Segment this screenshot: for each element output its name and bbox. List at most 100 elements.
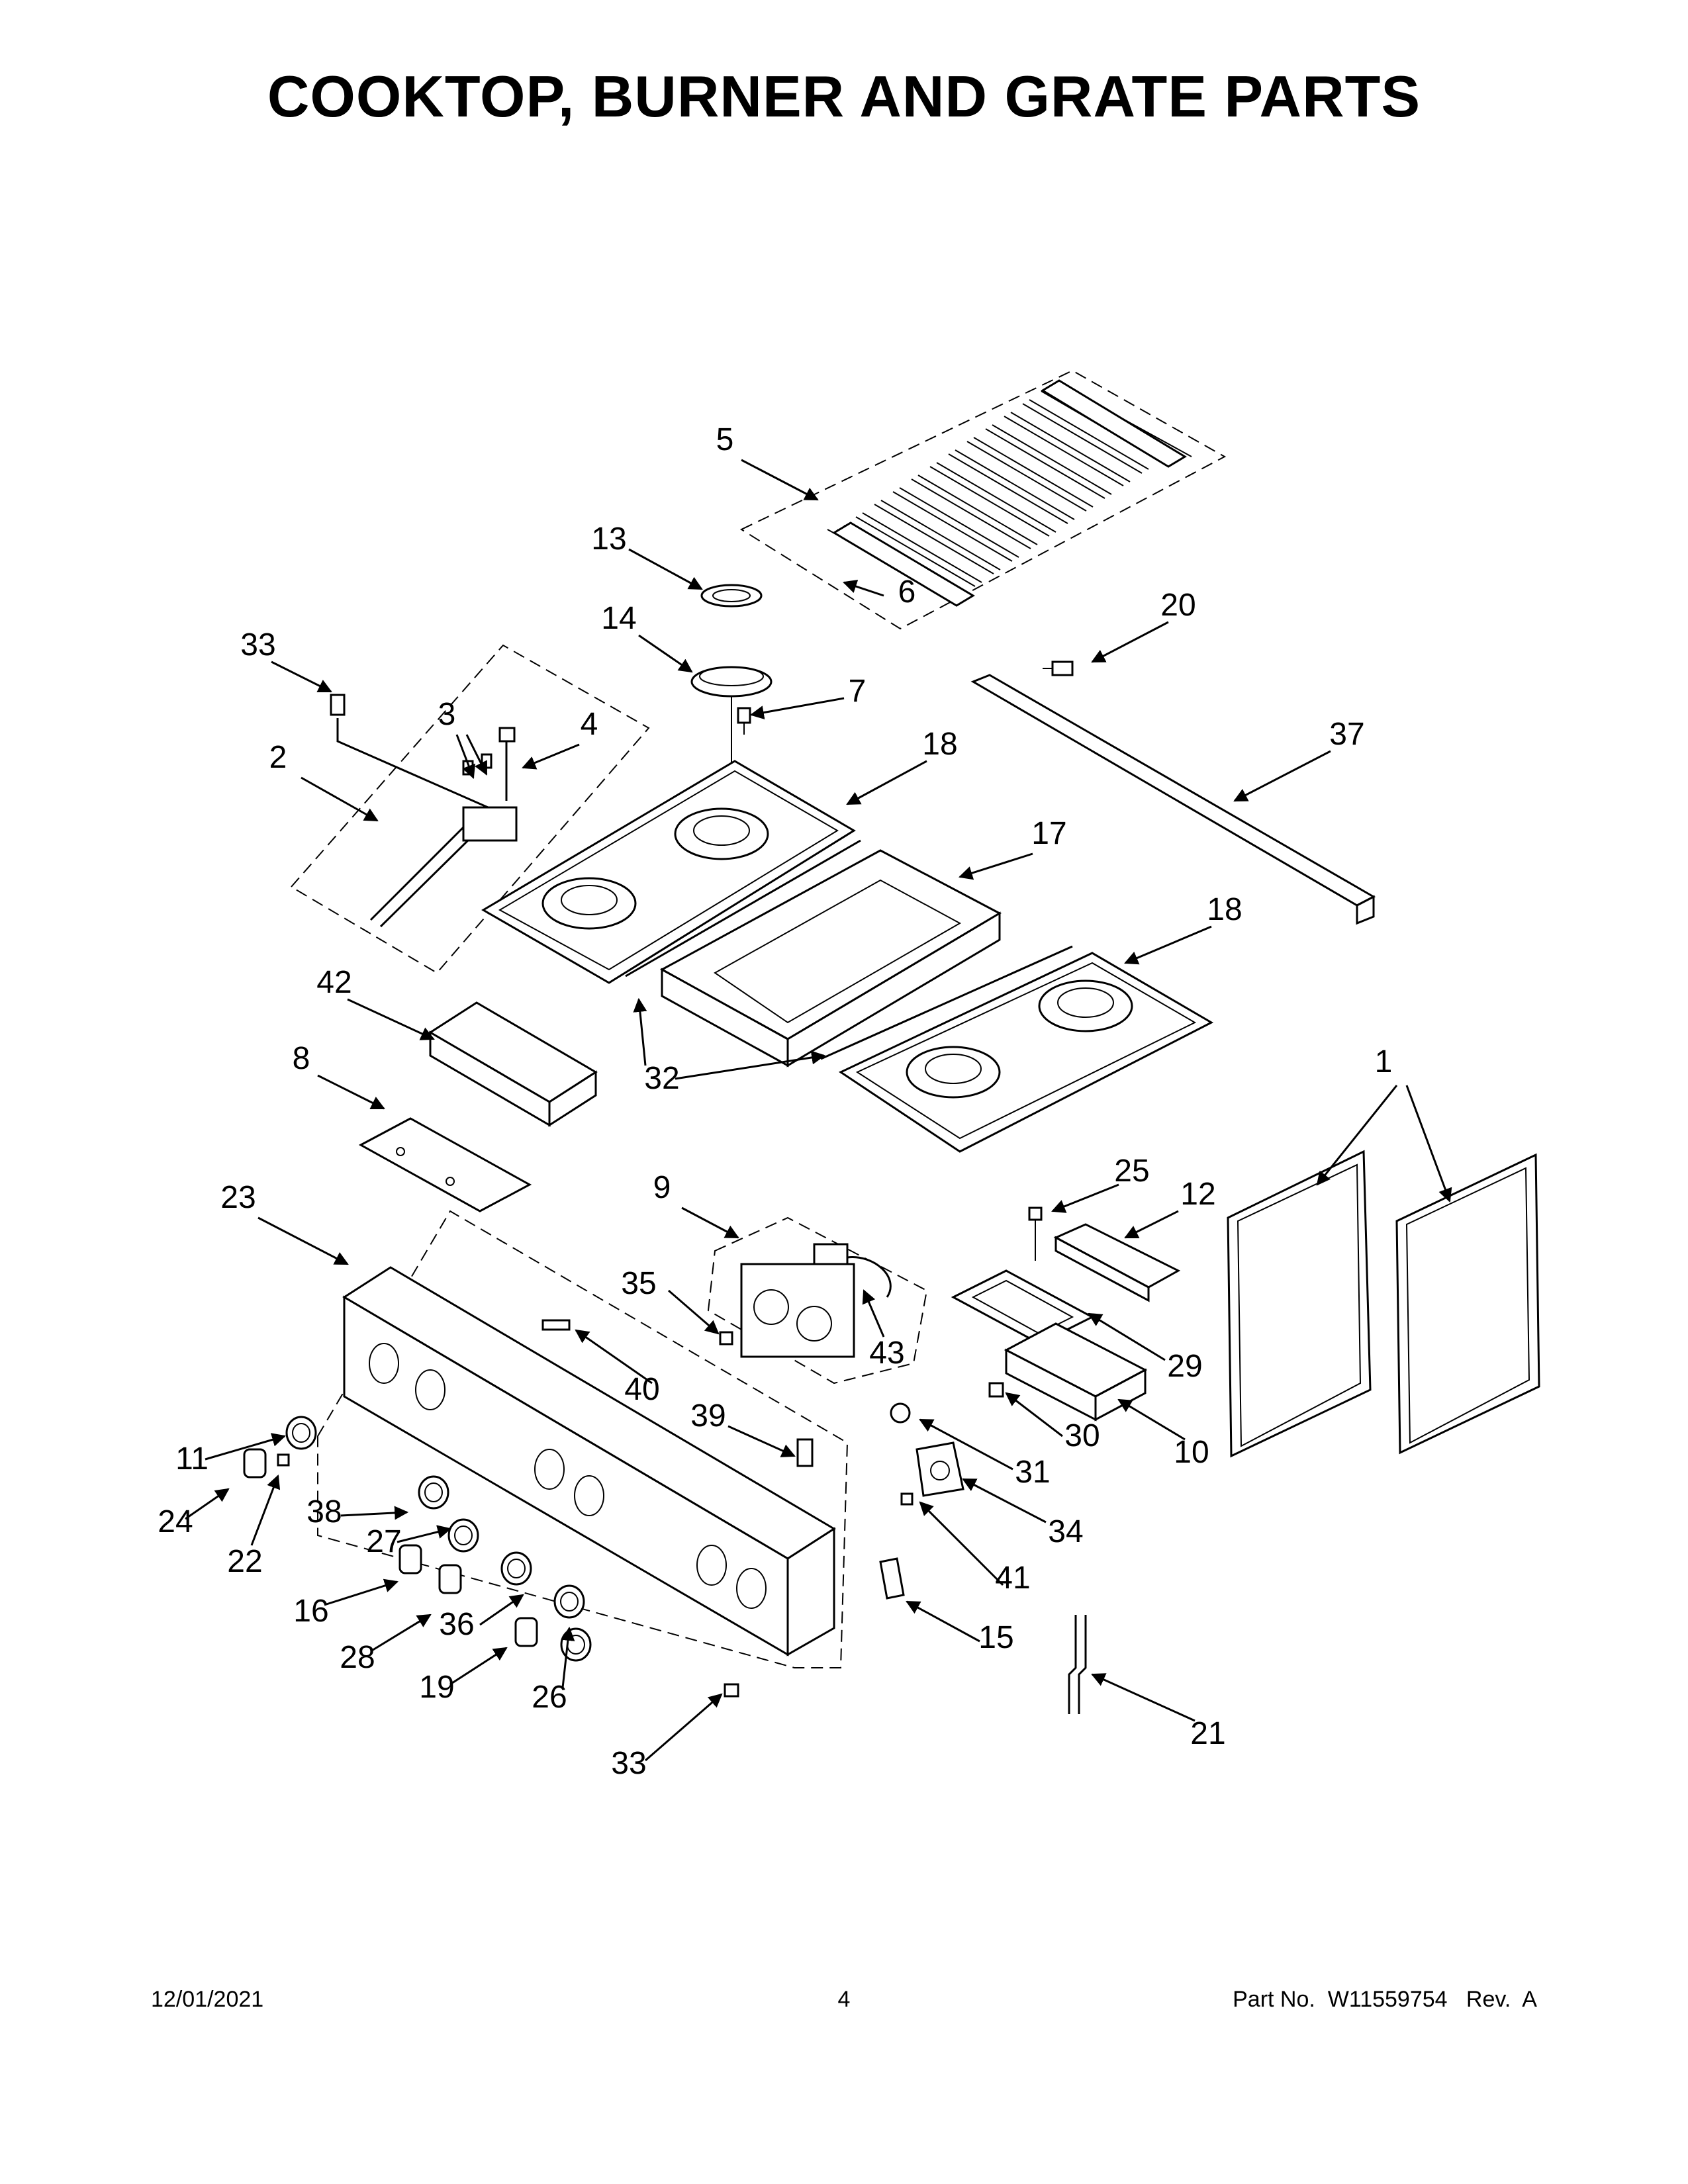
callout-32: 32 <box>644 1061 679 1096</box>
knob <box>399 1544 422 1574</box>
leader-arrow <box>324 1578 399 1606</box>
bracket-21-part <box>1068 1615 1087 1714</box>
insulator-8-part <box>358 1117 532 1212</box>
leader-arrow <box>843 580 884 597</box>
leader-arrow <box>1124 925 1212 965</box>
callout-14: 14 <box>601 601 636 636</box>
leader-arrow <box>919 1501 1004 1586</box>
leader-arrow <box>1117 1398 1186 1441</box>
clip-30-part <box>988 1382 1004 1398</box>
callout-5: 5 <box>716 422 734 457</box>
leader-arrow <box>1091 621 1169 663</box>
leader-arrow <box>465 734 488 776</box>
callout-22: 22 <box>227 1544 262 1579</box>
callout-2: 2 <box>269 740 287 775</box>
rear-trim-bar <box>970 674 1376 925</box>
callout-9: 9 <box>653 1170 671 1205</box>
leader-arrow <box>205 1433 287 1461</box>
callout-39: 39 <box>690 1398 726 1433</box>
callout-41: 41 <box>995 1561 1030 1596</box>
leader-arrow <box>1316 1085 1398 1186</box>
bracket-15-part <box>879 1557 905 1600</box>
callout-28: 28 <box>340 1640 375 1675</box>
switch-34-part <box>915 1441 964 1497</box>
leader-arrow <box>681 1206 739 1239</box>
footer-page-number: 4 <box>837 1987 851 2012</box>
trim-strip-left <box>625 839 861 978</box>
callout-8: 8 <box>293 1041 310 1076</box>
screw-33-bottom-part <box>724 1683 739 1698</box>
callout-42: 42 <box>316 965 352 1000</box>
callout-26: 26 <box>532 1680 567 1715</box>
knob-bezel <box>285 1416 317 1450</box>
leader-arrow <box>317 1074 385 1110</box>
knob <box>438 1564 462 1594</box>
leader-arrow <box>741 459 819 501</box>
leader-arrow <box>522 743 580 770</box>
screw-41-part <box>900 1492 914 1506</box>
knob-bezel <box>447 1518 479 1553</box>
callout-35: 35 <box>621 1266 656 1301</box>
leader-arrows <box>185 459 1452 1762</box>
leader-arrow <box>645 1693 723 1762</box>
knob-bezel <box>418 1475 449 1510</box>
leader-arrow <box>347 998 435 1040</box>
callout-4: 4 <box>581 707 598 742</box>
spark-module-assembly <box>707 1216 928 1385</box>
leader-arrow <box>749 697 845 720</box>
leader-arrow <box>301 776 379 822</box>
screw-7-part <box>737 707 751 735</box>
leader-arrow <box>727 1425 796 1457</box>
callout-15: 15 <box>978 1620 1013 1655</box>
screw-22-part <box>277 1453 290 1467</box>
leader-arrow <box>958 852 1033 880</box>
burner-pan-left <box>481 760 856 984</box>
callout-24: 24 <box>158 1504 193 1539</box>
leader-arrow <box>919 1418 1013 1471</box>
grate-part <box>739 369 1227 630</box>
leader-arrow <box>397 1525 452 1543</box>
leader-arrow <box>862 1289 885 1338</box>
callout-6: 6 <box>898 574 916 610</box>
leader-arrow <box>258 1216 349 1265</box>
leader-arrow <box>575 1329 653 1385</box>
callout-33a: 33 <box>240 627 275 662</box>
screw-35-part <box>719 1331 733 1345</box>
callout-31: 31 <box>1015 1455 1050 1490</box>
box-10-part <box>1004 1322 1148 1422</box>
leader-arrow <box>1233 750 1331 802</box>
leader-arrow <box>370 1614 432 1653</box>
leader-arrow <box>1405 1085 1452 1203</box>
leader-arrow <box>185 1488 230 1520</box>
callout-11: 11 <box>175 1441 209 1477</box>
leader-arrow <box>675 1050 826 1080</box>
callout-40: 40 <box>624 1372 659 1407</box>
leader-arrow <box>1091 1673 1196 1722</box>
side-panel-left <box>1227 1150 1372 1458</box>
leader-arrow <box>561 1626 575 1688</box>
leader-arrow <box>668 1289 720 1335</box>
knob-bezel <box>500 1551 532 1586</box>
leader-arrow <box>1051 1183 1119 1213</box>
griddle-part <box>659 849 1002 1068</box>
callout-17: 17 <box>1031 816 1066 851</box>
footer-date: 12/01/2021 <box>151 1987 264 2012</box>
callout-34: 34 <box>1048 1514 1083 1549</box>
callout-18b: 18 <box>1207 892 1242 927</box>
leader-arrow <box>250 1475 281 1546</box>
callout-38: 38 <box>306 1494 342 1529</box>
callout-23: 23 <box>220 1180 256 1215</box>
callout-20: 20 <box>1160 588 1196 623</box>
callout-29: 29 <box>1167 1349 1202 1384</box>
plug-31-part <box>890 1402 911 1424</box>
callout-13: 13 <box>591 522 626 557</box>
knobs-group <box>243 1416 592 1662</box>
callout-18a: 18 <box>922 727 957 762</box>
callout-19: 19 <box>419 1670 454 1705</box>
leader-arrow <box>962 1478 1047 1524</box>
leader-arrow <box>846 760 927 805</box>
callout-27: 27 <box>366 1524 401 1559</box>
callout-36: 36 <box>439 1607 474 1642</box>
